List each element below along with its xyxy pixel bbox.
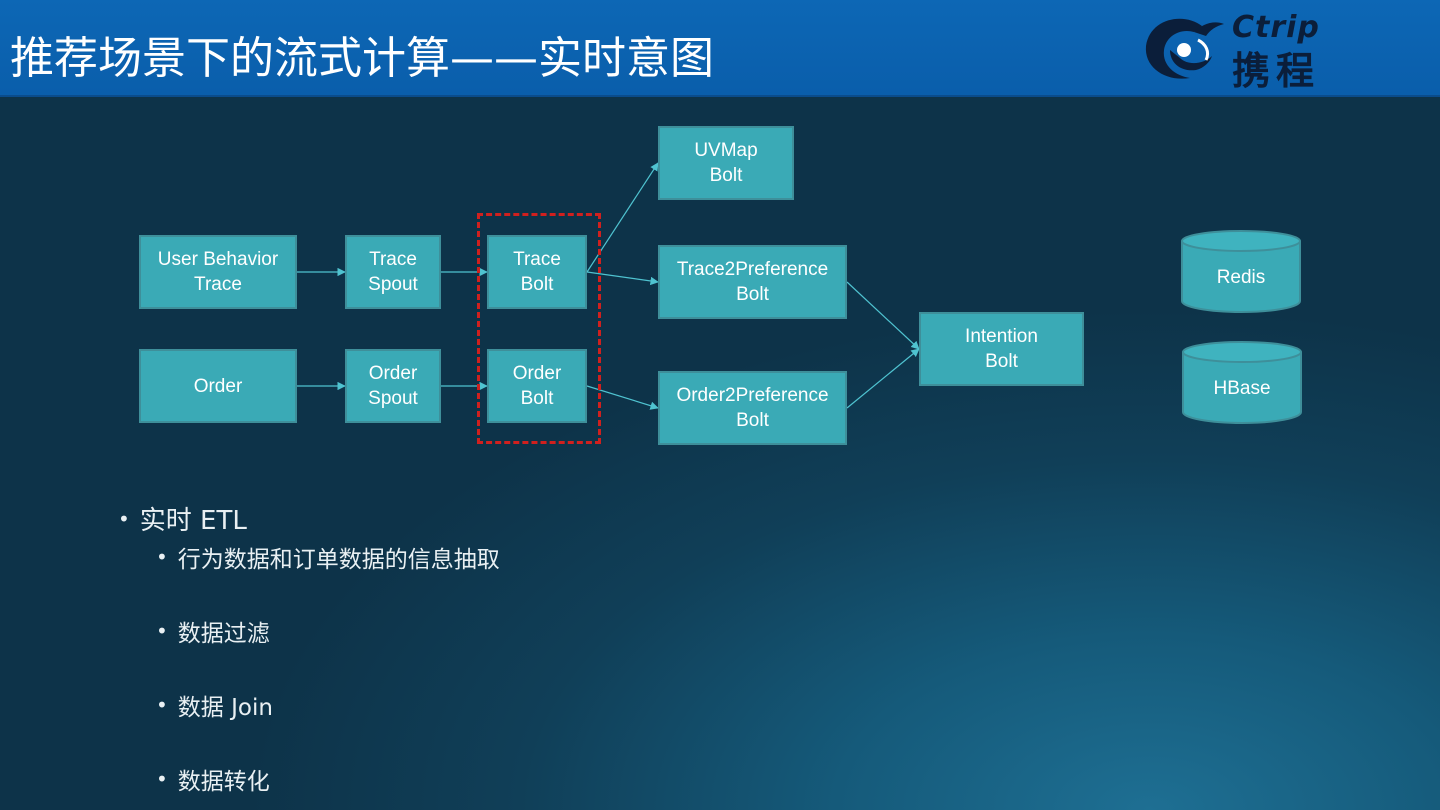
redis-database-icon: [1181, 230, 1301, 313]
header-bar: 推荐场景下的流式计算——实时意图 Ctrip 携程: [0, 0, 1440, 97]
highlight-dashed-frame: [477, 213, 601, 444]
logo-text-cn: 携程: [1232, 49, 1321, 93]
node-trace2preference-bolt: Trace2Preference Bolt: [658, 245, 847, 319]
page-title: 推荐场景下的流式计算——实时意图: [10, 33, 714, 84]
bullet-main-text: 实时 ETL: [139, 506, 247, 536]
node-order-bolt: Order Bolt: [487, 349, 587, 423]
node-trace-bolt: Trace Bolt: [487, 235, 587, 309]
bullet-sub-3: •数据 Join: [156, 693, 273, 721]
bullet-sub-text: 数据过滤: [177, 621, 270, 647]
bullet-sub-text: 行为数据和订单数据的信息抽取: [177, 547, 500, 573]
ctrip-logo: Ctrip 携程: [1140, 10, 1380, 93]
node-user-behavior-trace: User Behavior Trace: [139, 235, 297, 309]
logo-text-en: Ctrip: [1232, 10, 1320, 45]
hbase-database-icon: [1182, 341, 1302, 424]
node-intention-bolt: Intention Bolt: [919, 312, 1084, 386]
hbase-label: HBase: [1213, 377, 1271, 399]
bullet-sub-2: •数据过滤: [156, 619, 270, 647]
bullet-sub-1: •行为数据和订单数据的信息抽取: [156, 545, 500, 573]
node-trace-spout: Trace Spout: [345, 235, 441, 309]
node-order: Order: [139, 349, 297, 423]
bullet-sub-text: 数据 Join: [177, 695, 273, 721]
bullet-sub-4: •数据转化: [156, 767, 270, 795]
node-order-spout: Order Spout: [345, 349, 441, 423]
edge-trace2pref_bolt-to-intention_bolt: [846, 281, 920, 350]
dolphin-icon: [1145, 18, 1224, 79]
bullet-sub-text: 数据转化: [177, 769, 270, 795]
edge-order2pref_bolt-to-intention_bolt: [846, 348, 920, 409]
redis-label: Redis: [1216, 266, 1266, 288]
node-uvmap-bolt: UVMap Bolt: [658, 126, 794, 200]
bullet-main: •实时 ETL: [118, 506, 247, 536]
node-order2preference-bolt: Order2Preference Bolt: [658, 371, 847, 445]
